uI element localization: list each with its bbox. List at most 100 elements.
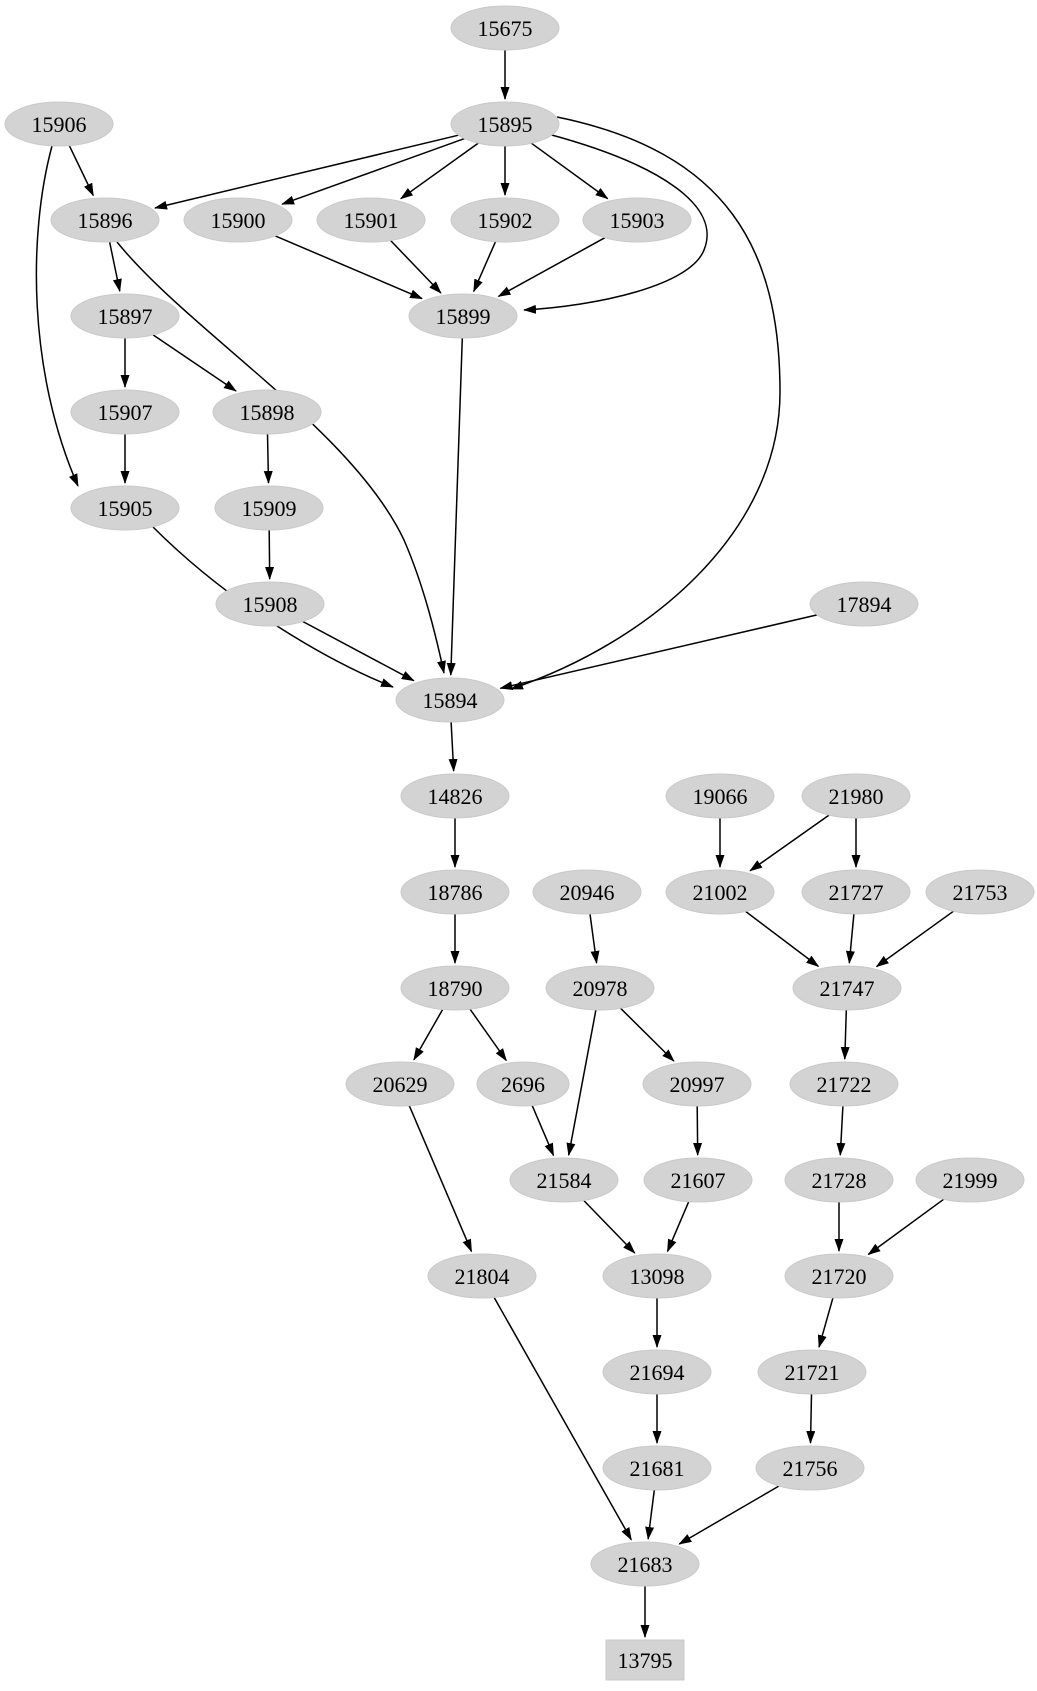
node-label: 21727 (829, 880, 884, 905)
node-label: 21747 (820, 976, 875, 1001)
node-ellipse-shape (450, 197, 560, 243)
node-15896: 15896 (50, 197, 160, 243)
node-ellipse-shape (545, 965, 655, 1011)
node-ellipse-shape (215, 581, 325, 627)
node-label: 15902 (478, 208, 533, 233)
node-ellipse-shape (602, 1349, 712, 1395)
node-15894: 15894 (395, 677, 505, 723)
node-ellipse-shape (784, 1253, 894, 1299)
node-14826: 14826 (400, 773, 510, 819)
node-15900: 15900 (183, 197, 293, 243)
node-21980: 21980 (801, 773, 911, 819)
node-ellipse-shape (70, 485, 180, 531)
edge-15900-15899 (275, 235, 424, 300)
node-label: 21756 (783, 1456, 838, 1481)
node-21722: 21722 (789, 1061, 899, 1107)
node-label: 18790 (428, 976, 483, 1001)
node-label: 21683 (618, 1552, 673, 1577)
node-21753: 21753 (925, 869, 1035, 915)
edge-15895-15899 (523, 133, 708, 314)
node-label: 15899 (436, 304, 491, 329)
node-ellipse-shape (395, 677, 505, 723)
node-ellipse-shape (643, 1157, 753, 1203)
node-15907: 15907 (70, 389, 180, 435)
node-label: 18786 (428, 880, 483, 905)
edge-15896-15894 (116, 241, 446, 674)
node-label: 15896 (78, 208, 133, 233)
node-ellipse-shape (801, 773, 911, 819)
node-ellipse-shape (316, 197, 426, 243)
node-20629: 20629 (345, 1061, 455, 1107)
node-ellipse-shape (70, 389, 180, 435)
node-label: 15906 (32, 112, 87, 137)
edge-21681-21683 (645, 1489, 656, 1540)
node-ellipse-shape (784, 1157, 894, 1203)
node-15903: 15903 (582, 197, 692, 243)
node-label: 20946 (560, 880, 615, 905)
node-ellipse-shape (809, 581, 919, 627)
node-label: 15907 (98, 400, 153, 425)
node-label: 15675 (478, 16, 533, 41)
node-label: 20978 (573, 976, 628, 1001)
node-21728: 21728 (784, 1157, 894, 1203)
node-21999: 21999 (915, 1157, 1025, 1203)
node-21607: 21607 (643, 1157, 753, 1203)
edge-21002-21747 (745, 910, 820, 968)
edges-layer (35, 50, 954, 1638)
edge-18790-20629 (413, 1009, 444, 1061)
edge-21980-21002 (749, 814, 830, 872)
node-label: 21720 (812, 1264, 867, 1289)
edge-21722-21728 (836, 1105, 846, 1156)
node-21756: 21756 (755, 1445, 865, 1491)
node-ellipse-shape (757, 1349, 867, 1395)
node-ellipse-shape (665, 869, 775, 915)
node-ellipse-shape (345, 1061, 455, 1107)
node-ellipse-shape (450, 101, 560, 147)
node-21727: 21727 (801, 869, 911, 915)
node-label: 20997 (670, 1072, 725, 1097)
node-15675: 15675 (450, 5, 560, 51)
node-ellipse-shape (755, 1445, 865, 1491)
node-ellipse-shape (70, 293, 180, 339)
node-label: 15895 (478, 112, 533, 137)
edge-15906-15905 (35, 145, 79, 487)
node-ellipse-shape (602, 1445, 712, 1491)
edge-15899-15894 (446, 337, 464, 676)
edge-21721-21756 (806, 1393, 816, 1444)
node-label: 21722 (817, 1072, 872, 1097)
edge-20946-20978 (589, 913, 600, 964)
node-15905: 15905 (70, 485, 180, 531)
node-13098: 13098 (602, 1253, 712, 1299)
node-label: 15900 (211, 208, 266, 233)
edge-15895-15903 (530, 142, 609, 200)
node-19066: 19066 (665, 773, 775, 819)
node-20997: 20997 (642, 1061, 752, 1107)
node-label: 15908 (243, 592, 298, 617)
node-label: 21753 (953, 880, 1008, 905)
node-label: 15894 (423, 688, 478, 713)
node-ellipse-shape (4, 101, 114, 147)
node-17894: 17894 (809, 581, 919, 627)
edge-15895-15894 (510, 116, 781, 690)
node-20946: 20946 (532, 869, 642, 915)
node-15895: 15895 (450, 101, 560, 147)
node-label: 13795 (618, 1648, 673, 1673)
node-ellipse-shape (590, 1541, 700, 1587)
edge-15909-15908 (265, 529, 275, 580)
node-label: 15909 (242, 496, 297, 521)
node-ellipse-shape (408, 293, 518, 339)
edge-18790-2696 (469, 1008, 507, 1062)
node-label: 21804 (455, 1264, 510, 1289)
node-ellipse-shape (400, 773, 510, 819)
edge-17894-15894 (499, 614, 818, 690)
node-label: 21694 (630, 1360, 685, 1385)
node-ellipse-shape (183, 197, 293, 243)
node-ellipse-shape (915, 1157, 1025, 1203)
node-21683: 21683 (590, 1541, 700, 1587)
edge-2696-21584 (531, 1105, 555, 1157)
edge-21756-21683 (678, 1485, 780, 1545)
node-ellipse-shape (801, 869, 911, 915)
edge-21607-13098 (666, 1201, 690, 1253)
node-label: 15905 (98, 496, 153, 521)
